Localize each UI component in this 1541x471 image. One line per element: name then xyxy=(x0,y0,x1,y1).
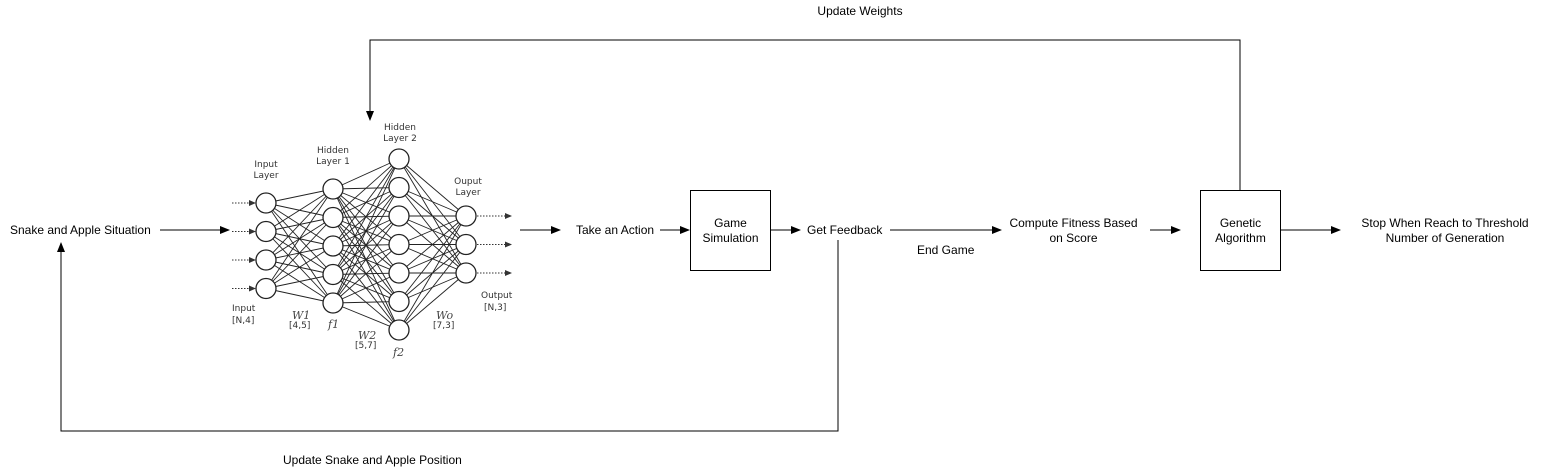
neuron-l0-2 xyxy=(255,249,277,271)
arrow-update-position-loop xyxy=(57,240,839,432)
neuron-l3-2 xyxy=(455,262,477,284)
output-layer-label: Ouput Layer xyxy=(454,177,482,198)
get-feedback-label: Get Feedback xyxy=(807,223,883,237)
connection-l0-0-0 xyxy=(265,188,334,204)
connection-l2-3-0 xyxy=(398,215,467,245)
neuron-l2-6 xyxy=(388,319,410,341)
w1-label: W1 xyxy=(292,309,311,322)
output-label: Output xyxy=(481,291,513,301)
f1-label: f1 xyxy=(328,318,340,331)
wo-label: Wo xyxy=(436,309,454,322)
connection-l1-4-4 xyxy=(332,272,400,304)
connection-l1-4-3 xyxy=(332,244,400,304)
neuron-l1-3 xyxy=(322,263,344,286)
neuron-l1-4 xyxy=(322,292,344,314)
w1-shape-label: [4,5] xyxy=(289,321,311,331)
connection-l0-3-4 xyxy=(265,288,334,304)
connection-l2-6-2 xyxy=(398,272,467,331)
f2-label: f2 xyxy=(393,346,405,359)
wo-shape-label: [7,3] xyxy=(433,321,455,331)
connection-l0-3-2 xyxy=(265,245,334,289)
hidden-layer-2-label: Hidden Layer 2 xyxy=(383,123,417,144)
neuron-l1-0 xyxy=(322,178,344,200)
connection-l0-3-0 xyxy=(265,188,334,289)
neuron-l2-4 xyxy=(388,262,410,284)
neuron-l2-0 xyxy=(388,148,410,170)
neuron-l2-3 xyxy=(388,233,410,256)
connection-l1-4-1 xyxy=(332,187,400,304)
connection-l1-2-0 xyxy=(332,158,400,247)
input-layer-label: Input Layer xyxy=(253,160,279,181)
neuron-l1-1 xyxy=(322,206,344,229)
connection-l1-3-0 xyxy=(332,158,400,275)
connection-l1-4-5 xyxy=(332,301,400,304)
connection-l1-0-0 xyxy=(332,158,400,190)
genetic-algorithm-box: Genetic Algorithm xyxy=(1200,190,1281,271)
neuron-l0-1 xyxy=(255,220,277,243)
connection-l0-3-1 xyxy=(265,217,334,289)
connection-l2-4-0 xyxy=(398,215,467,274)
connection-l2-6-0 xyxy=(398,215,467,331)
genetic-algorithm-label: Genetic Algorithm xyxy=(1215,215,1266,245)
update-positions-label: Update Snake and Apple Position xyxy=(283,453,462,467)
input-shape-label: [N,4] xyxy=(232,316,255,326)
hidden-layer-1-label: Hidden Layer 1 xyxy=(316,146,350,167)
input-label: Input xyxy=(232,304,256,314)
connection-l1-1-0 xyxy=(332,158,400,218)
neuron-l2-1 xyxy=(388,176,410,199)
connection-l2-5-0 xyxy=(398,215,467,302)
arrow-update-weights-loop xyxy=(366,39,1241,190)
connection-l2-1-0 xyxy=(398,187,467,217)
connection-l2-0-0 xyxy=(398,158,467,217)
neuron-l2-5 xyxy=(388,290,410,313)
connection-l0-1-0 xyxy=(265,188,334,232)
w2-shape-label: [5,7] xyxy=(355,341,377,351)
stop-condition-label: Stop When Reach to Threshold Number of G… xyxy=(1361,216,1529,245)
update-weights-label: Update Weights xyxy=(817,4,903,18)
take-action-label: Take an Action xyxy=(576,223,655,237)
neural-network-figure xyxy=(232,148,512,341)
connection-l2-6-1 xyxy=(398,244,467,331)
connection-l0-3-3 xyxy=(265,274,334,289)
neuron-l1-2 xyxy=(322,235,344,257)
connection-l1-4-6 xyxy=(332,302,400,331)
game-simulation-label: Game Simulation xyxy=(702,215,759,245)
connection-l1-4-2 xyxy=(332,215,400,304)
snake-apple-situation-label: Snake and Apple Situation xyxy=(10,223,151,237)
connection-l0-2-0 xyxy=(265,188,334,261)
neuron-l0-3 xyxy=(255,277,277,300)
neuron-l0-0 xyxy=(255,192,277,214)
end-game-label: End Game xyxy=(917,243,975,257)
output-shape-label: [N,3] xyxy=(484,303,507,313)
w2-label: W2 xyxy=(358,329,377,342)
game-simulation-box: Game Simulation xyxy=(690,190,771,271)
compute-fitness-label: Compute Fitness Based on Score xyxy=(1009,216,1138,245)
connection-l1-4-0 xyxy=(332,158,400,304)
neuron-l3-0 xyxy=(455,205,477,227)
neuron-l2-2 xyxy=(388,205,410,227)
neuron-l3-1 xyxy=(455,233,477,256)
